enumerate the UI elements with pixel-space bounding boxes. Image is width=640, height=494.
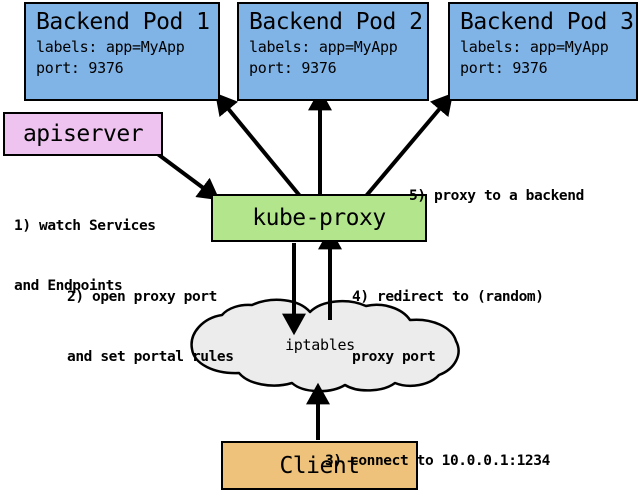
- step-2-line-1: 2) open proxy port: [67, 289, 217, 305]
- backend-pod-1-box: Backend Pod 1 labels: app=MyApp port: 93…: [24, 2, 220, 101]
- step-1-label: 1) watch Services and Endpoints: [14, 176, 156, 336]
- step-5-line-1: 5) proxy to a backend: [409, 188, 584, 204]
- arrow-apiserver-to-kubeproxy: [153, 150, 220, 201]
- backend-pod-3-port: port: 9376: [460, 59, 548, 77]
- backend-pod-2-box: Backend Pod 2 labels: app=MyApp port: 93…: [237, 2, 429, 101]
- apiserver-label: apiserver: [22, 121, 144, 147]
- client-label: Client: [279, 452, 360, 479]
- step-2-line-2: and set portal rules: [67, 349, 234, 365]
- step-4-line-1: 4) redirect to (random): [352, 289, 544, 305]
- step-4-label: 4) redirect to (random) proxy port: [352, 247, 544, 407]
- step-4-line-2: proxy port: [352, 349, 436, 365]
- step-5-label: 5) proxy to a backend: [409, 146, 584, 246]
- backend-pod-3-title: Backend Pod 3: [460, 9, 634, 35]
- iptables-cloud-shape: [190, 298, 460, 393]
- backend-pod-2-title: Backend Pod 2: [249, 9, 423, 35]
- step-2-label: 2) open proxy port and set portal rules: [67, 247, 234, 407]
- backend-pod-2-labels: labels: app=MyApp: [249, 38, 398, 56]
- backend-pod-1-labels: labels: app=MyApp: [36, 38, 185, 56]
- backend-pod-3-box: Backend Pod 3 labels: app=MyApp port: 93…: [448, 2, 638, 101]
- backend-pod-2-port: port: 9376: [249, 59, 337, 77]
- step-1-line-2: and Endpoints: [14, 278, 123, 294]
- backend-pod-1-title: Backend Pod 1: [36, 9, 210, 35]
- step-1-line-1: 1) watch Services: [14, 218, 156, 234]
- kube-proxy-box: kube-proxy: [211, 194, 427, 242]
- backend-pod-3-labels: labels: app=MyApp: [460, 38, 609, 56]
- kube-proxy-label: kube-proxy: [252, 205, 386, 231]
- step-3-label: 3) connect to 10.0.0.1:1234: [325, 411, 550, 494]
- client-box: Client: [221, 441, 418, 490]
- arrow-kubeproxy-to-pod1: [215, 92, 302, 198]
- arrow-kubeproxy-to-pod3: [364, 92, 454, 198]
- backend-pod-1-port: port: 9376: [36, 59, 124, 77]
- apiserver-box: apiserver: [3, 112, 163, 156]
- step-3-line-1: 3) connect to 10.0.0.1:1234: [325, 453, 550, 469]
